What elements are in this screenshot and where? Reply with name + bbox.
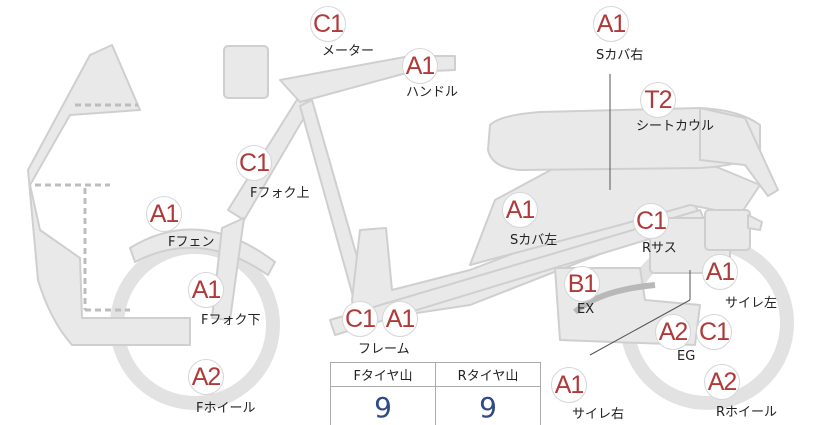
s-cover-right-grade-badge: A1	[593, 6, 629, 42]
front-tire-header: Fタイヤ山	[330, 362, 436, 387]
tire-tread-header-row: Fタイヤ山 Rタイヤ山	[330, 362, 541, 387]
f-fork-upper-grade-badge: C1	[236, 145, 272, 181]
engine-grade-badge-2: C1	[696, 314, 732, 350]
exhaust-label: EX	[577, 302, 595, 317]
tire-tread-table: Fタイヤ山 Rタイヤ山 9 9	[330, 362, 541, 425]
s-cover-right-label: Sカバ右	[596, 48, 644, 63]
exhaust-grade-badge: B1	[564, 266, 600, 302]
f-wheel-grade-badge: A2	[188, 359, 224, 395]
meter-label: メーター	[322, 44, 375, 59]
rear-tire-value: 9	[435, 386, 541, 425]
front-tire-value: 9	[330, 386, 436, 425]
r-suspension-grade-badge: C1	[633, 203, 669, 239]
silencer-right-grade-badge: A1	[551, 367, 587, 403]
rear-tire-header: Rタイヤ山	[435, 362, 541, 387]
r-wheel-grade-badge: A2	[704, 364, 740, 400]
s-cover-left-grade-badge: A1	[502, 192, 538, 228]
handle-grade-badge: A1	[402, 48, 438, 84]
silencer-left-grade-badge: A1	[702, 254, 738, 290]
tire-tread-value-row: 9 9	[330, 386, 541, 425]
s-cover-left-label: Sカバ左	[510, 233, 558, 248]
frame-label: フレーム	[358, 342, 410, 357]
f-fork-upper-label: Fフォク上	[250, 186, 310, 201]
silencer-left-label: サイレ左	[725, 296, 778, 311]
r-wheel-label: Rホイール	[716, 405, 778, 420]
engine-grade-badge-1: A2	[655, 314, 691, 350]
f-fender-grade-badge: A1	[146, 196, 182, 232]
f-fork-lower-grade-badge: A1	[188, 272, 224, 308]
frame-grade-badge-1: C1	[342, 301, 378, 337]
silencer-right-label: サイレ右	[572, 407, 625, 422]
r-suspension-label: Rサス	[642, 241, 677, 256]
seat-cowl-label: シートカウル	[636, 119, 715, 134]
handle-label: ハンドル	[406, 85, 459, 100]
seat-cowl-grade-badge: T2	[640, 82, 676, 118]
f-wheel-label: Fホイール	[196, 401, 256, 416]
meter-grade-badge: C1	[310, 6, 346, 42]
engine-label: EG	[677, 349, 696, 364]
f-fender-label: Fフェン	[168, 235, 215, 250]
f-fork-lower-label: Fフォク下	[201, 313, 261, 328]
frame-grade-badge-2: A1	[382, 301, 418, 337]
